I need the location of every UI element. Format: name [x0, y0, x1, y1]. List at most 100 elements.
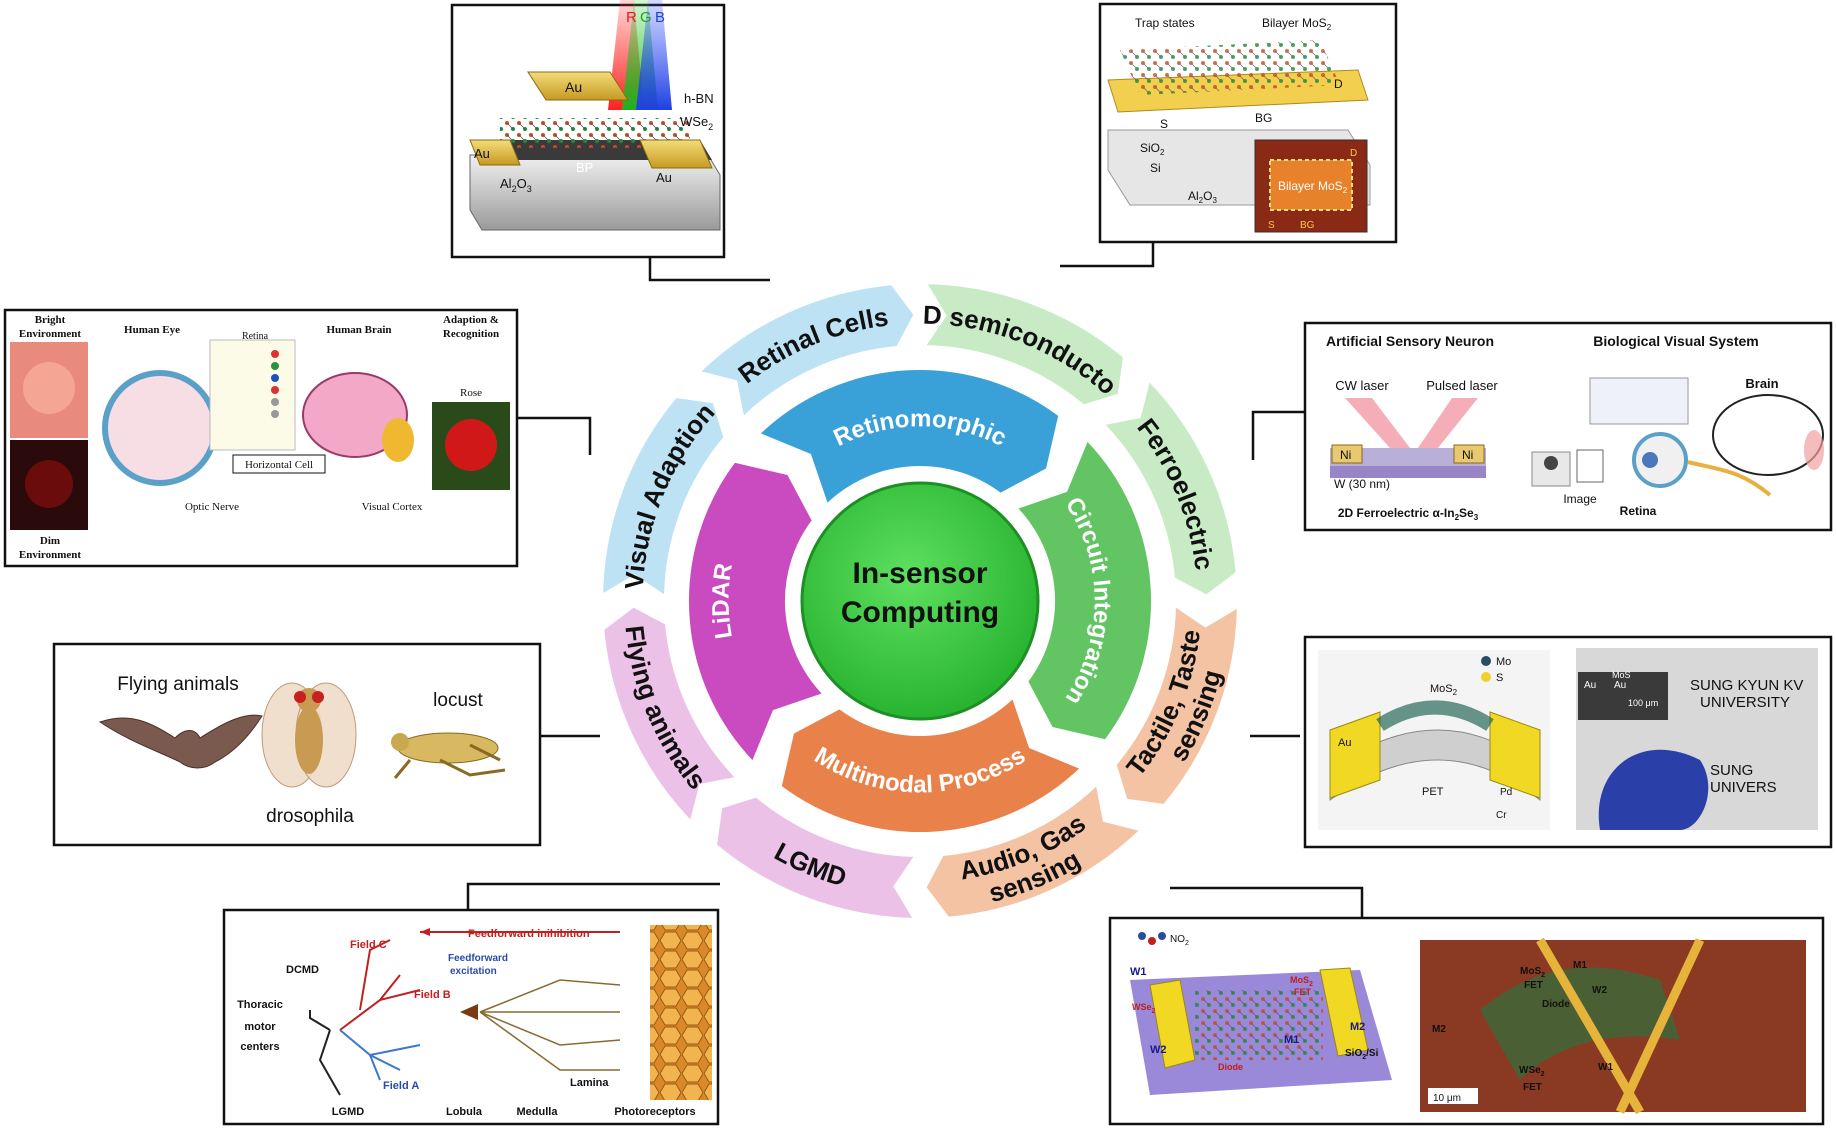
- label-sio2-si: SiO2/Si: [1345, 1048, 1379, 1061]
- label-artificial-neuron: Artificial Sensory Neuron: [1326, 333, 1494, 349]
- label-r: R: [626, 9, 637, 26]
- label-motor: motor: [244, 1021, 276, 1033]
- label-recognition: Recognition: [443, 328, 499, 340]
- label-s: S: [1160, 117, 1168, 131]
- label-hbn: h-BN: [684, 91, 714, 106]
- label-r-m2: M2: [1432, 1024, 1446, 1035]
- inner-segment-1: [757, 367, 1061, 507]
- label-field-c: Field C: [350, 939, 387, 951]
- label-r-fet: FET: [1524, 980, 1543, 991]
- label-w: W (30 nm): [1334, 477, 1390, 491]
- label-medulla: Medulla: [517, 1106, 559, 1118]
- label-au-top: Au: [565, 79, 582, 95]
- label-bright: Bright: [35, 314, 66, 326]
- label-university-4: UNIVERS: [1710, 779, 1777, 796]
- outer-segment-8: [601, 395, 726, 598]
- label-r-w2: W2: [1592, 985, 1607, 996]
- label-university-3: SUNG: [1710, 762, 1753, 779]
- label-pet: PET: [1422, 786, 1444, 798]
- label-photoreceptors: Photoreceptors: [614, 1106, 695, 1118]
- inset-label: Bilayer MoS2: [1278, 179, 1348, 195]
- panel-audio-gas: NO2 W1 W2 M1 M2 MoS2 FET WSe2 Diode SiO2…: [1108, 916, 1825, 1126]
- label-bright-env: Environment: [19, 328, 81, 340]
- brain-outline: [1712, 394, 1824, 476]
- center-title-line2: Computing: [841, 596, 999, 629]
- label-human-brain: Human Brain: [326, 324, 391, 336]
- label-biological-visual: Biological Visual System: [1593, 333, 1758, 349]
- label-retina: Retina: [242, 331, 269, 342]
- outer-segment-4: [1114, 604, 1239, 807]
- label-human-eye: Human Eye: [124, 324, 180, 336]
- label-ff-excitation-1: Feedforward: [448, 953, 508, 964]
- outer-segment-7: [602, 605, 739, 824]
- label-optic-nerve: Optic Nerve: [185, 501, 239, 513]
- label-horizontal-cell: Horizontal Cell: [245, 459, 313, 471]
- label-r-fet2: FET: [1523, 1082, 1542, 1093]
- center-circle: In-sensor Computing: [800, 481, 1040, 721]
- label-b: B: [655, 9, 665, 26]
- inner-segment-2: [1014, 438, 1154, 742]
- panel-tactile-taste: Mo S MoS2 Au PET Pd Cr Au Au MoS 100 μm …: [1303, 635, 1833, 849]
- label-dcmd: DCMD: [286, 964, 319, 976]
- label-centers: centers: [240, 1041, 279, 1053]
- label-cr: Cr: [1496, 810, 1507, 821]
- panel-2d-semiconductors: Trap states Bilayer MoS2 S D BG SiO2 Si …: [1098, 2, 1398, 244]
- label-drosophila: drosophila: [266, 806, 354, 827]
- inset-d: D: [1350, 148, 1357, 159]
- label-diode: Diode: [1218, 1062, 1243, 1072]
- label-university-1: SUNG KYUN KV: [1690, 677, 1803, 694]
- outer-segment-6: [714, 795, 917, 920]
- label-mos2-photo: MoS: [1612, 670, 1631, 680]
- label-dim: Dim: [40, 535, 60, 547]
- label-adaption: Adaption &: [443, 314, 499, 326]
- label-visual-cortex: Visual Cortex: [362, 501, 423, 513]
- neuron-tree: [309, 939, 621, 1096]
- inset-bg: BG: [1300, 220, 1315, 231]
- label-ff-inhibition: Feedforward inihibition: [468, 928, 590, 940]
- photoreceptor-array: [650, 925, 712, 1100]
- label-si: Si: [1150, 161, 1161, 175]
- label-cw-laser: CW laser: [1335, 378, 1389, 393]
- label-university-2: UNIVERSITY: [1700, 694, 1790, 711]
- label-wse2: WSe2: [680, 114, 713, 132]
- label-ni-left: Ni: [1340, 448, 1351, 462]
- label-wse2-fet: WSe2: [1132, 1002, 1156, 1015]
- label-au-left: Au: [474, 146, 490, 161]
- label-trap-states: Trap states: [1135, 16, 1195, 30]
- label-mo: Mo: [1496, 656, 1511, 668]
- outer-segment-5: [924, 782, 1143, 919]
- label-m2: M2: [1350, 1021, 1365, 1033]
- label-field-b: Field B: [414, 989, 451, 1001]
- label-brain: Brain: [1745, 376, 1778, 391]
- label-ni-right: Ni: [1462, 448, 1473, 462]
- label-al2o3: Al2O3: [1188, 189, 1217, 205]
- label-lamina: Lamina: [570, 1077, 609, 1089]
- center-title-line1: In-sensor: [852, 557, 987, 590]
- outer-segment-2: [923, 282, 1126, 407]
- label-retina-ferro: Retina: [1620, 504, 1657, 518]
- label-r-m1: M1: [1573, 960, 1587, 971]
- label-mos2-fet: MoS2: [1290, 975, 1313, 988]
- panel-flying-animals: Flying animals locust drosophila: [52, 642, 542, 847]
- label-au-tactile: Au: [1338, 737, 1351, 749]
- inner-label-4: LiDAR: [707, 561, 737, 640]
- label-no2: NO2: [1170, 934, 1189, 947]
- label-ferro-material: 2D Ferroelectric α-In2Se3: [1338, 506, 1479, 522]
- label-pulsed-laser: Pulsed laser: [1426, 378, 1498, 393]
- label-flying-animals: Flying animals: [117, 674, 238, 695]
- label-scale-100um: 100 μm: [1628, 698, 1658, 708]
- label-g: G: [640, 9, 652, 26]
- eye-illustration: [102, 370, 218, 486]
- label-bg: BG: [1255, 111, 1272, 125]
- panel-retinal-cells: R G B Au h-BN WSe2 Au BP Au Al2O3: [450, 0, 726, 259]
- label-ff-excitation-2: excitation: [450, 966, 497, 977]
- label-image: Image: [1563, 492, 1597, 506]
- label-m1: M1: [1284, 1034, 1299, 1046]
- label-r-wse2: WSe2: [1519, 1065, 1545, 1078]
- label-r-diode: Diode: [1542, 999, 1570, 1010]
- label-lobula: Lobula: [446, 1106, 483, 1118]
- inset-s: S: [1268, 220, 1275, 231]
- panel-visual-adaption: Bright Environment Dim Environment Human…: [3, 308, 519, 568]
- label-lgmd: LGMD: [332, 1106, 364, 1118]
